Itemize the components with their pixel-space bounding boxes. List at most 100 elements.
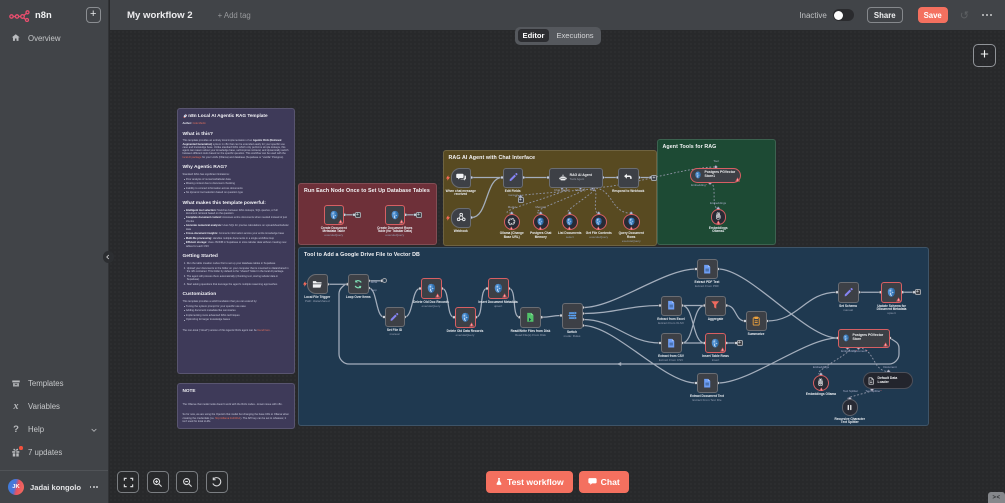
node-caption: Respond to Webhook	[608, 188, 648, 194]
chat-button[interactable]: Chat	[578, 471, 629, 493]
sidebar-collapse-button[interactable]	[102, 251, 114, 263]
node-summarize[interactable]: Summarize	[745, 311, 767, 336]
node-caption: Loop Over Items	[338, 296, 378, 300]
node-body	[660, 295, 682, 316]
node-chat-trigger[interactable]: When chat message received	[446, 167, 476, 196]
updates-badge	[18, 446, 23, 450]
zoom-out-button[interactable]	[176, 471, 198, 493]
save-button[interactable]: Save	[917, 7, 948, 23]
tab-executions[interactable]: Executions	[556, 31, 594, 41]
note-link[interactable]: http://ollama:11434/v1	[215, 416, 241, 420]
sidebar-item-label: Overview	[28, 33, 61, 43]
user-avatar[interactable]: JK	[8, 479, 24, 495]
warning-icon	[435, 293, 441, 298]
add-connection-button[interactable]: +	[914, 289, 921, 296]
node-sublabel: insert	[711, 358, 720, 363]
share-button[interactable]: Share	[866, 7, 903, 23]
node-respond-webhook[interactable]: Respond to Webhook	[612, 167, 644, 192]
new-workflow-button[interactable]: +	[85, 7, 101, 23]
node-text-splitter[interactable]: Recursive Character Text Splitter	[834, 399, 865, 424]
add-connection-button[interactable]: +	[517, 196, 524, 203]
sidebar-user-area[interactable]: JK Jadai kongolo	[0, 470, 108, 503]
node-create-doc-rows[interactable]: Create Document Rows Table (for Tabular …	[377, 205, 412, 237]
workflow-menu-button[interactable]	[982, 14, 992, 16]
node-pg-chat-memory[interactable]: Postgres Chat Memory	[530, 213, 551, 238]
add-node-button[interactable]: +	[973, 44, 996, 67]
reset-zoom-button[interactable]	[205, 471, 228, 493]
ai-assistant-button[interactable]: ><	[988, 492, 1005, 503]
webhook-icon	[456, 212, 466, 222]
note-link[interactable]: local AI package	[182, 155, 202, 159]
connector-label: Embeddings	[812, 365, 830, 369]
node-webhook[interactable]: Webhook	[446, 207, 471, 232]
zoom-in-button[interactable]	[146, 471, 169, 493]
sidebar-item-help[interactable]: ? Help	[0, 418, 108, 441]
filedoc-icon	[666, 338, 676, 348]
sidebar-item-overview[interactable]: Overview	[0, 27, 108, 50]
warning-icon	[896, 297, 901, 302]
topbar: My workflow 2 + Add tag Inactive Share S…	[110, 0, 1005, 30]
zoom-in-icon	[153, 477, 163, 487]
workflow-title[interactable]: My workflow 2	[127, 9, 193, 21]
node-embeddings-ollama[interactable]: Embeddings Ollama	[806, 374, 836, 396]
sidebar-item-updates[interactable]: 7 updates	[0, 441, 108, 464]
reset-zoom-icon	[212, 476, 222, 486]
history-button[interactable]: ↺	[959, 8, 969, 22]
tab-editor[interactable]: Editor	[517, 29, 550, 43]
node-label: Extract PDF Text	[694, 280, 720, 284]
node-pgvector-store[interactable]: Postgres PGVector Store	[838, 328, 890, 348]
test-workflow-button[interactable]: Test workflow	[486, 471, 573, 493]
zoom-to-fit-button[interactable]	[117, 471, 139, 493]
add-connection-button[interactable]: +	[736, 340, 743, 346]
filedoc-icon	[666, 300, 676, 310]
node-aggregate[interactable]: Aggregate	[705, 295, 726, 320]
sidebar-item-variables[interactable]: x Variables	[0, 395, 108, 418]
add-connection-button[interactable]: +	[651, 174, 657, 181]
active-toggle[interactable]	[832, 9, 854, 21]
sidebar-item-templates[interactable]: Templates	[0, 372, 108, 395]
n8n-logo[interactable]	[9, 8, 31, 22]
add-tag-button[interactable]: + Add tag	[217, 10, 251, 20]
node-ollama-chat-model[interactable]: Ollama (Change Base URL)	[500, 213, 524, 238]
add-connection-button[interactable]: +	[354, 211, 361, 218]
add-connection-button[interactable]: +	[415, 211, 422, 218]
node-pgvector-store1[interactable]: Postgres PGVector Store1	[690, 167, 741, 183]
note-link[interactable]: Cole Medin	[192, 122, 206, 126]
node-body: Default Data Loader	[863, 372, 913, 389]
note-link[interactable]: found here	[257, 329, 270, 333]
node-embeddings-ollama1[interactable]: Embeddings Ollama1	[709, 209, 728, 233]
user-menu-button[interactable]	[89, 486, 98, 488]
node-label: Respond to Webhook	[612, 188, 645, 193]
node-sublabel: manual	[843, 307, 853, 312]
warning-icon	[596, 226, 601, 231]
connector-label: loop	[371, 288, 377, 292]
node-default-data-loader[interactable]: Default Data Loader	[863, 372, 913, 389]
